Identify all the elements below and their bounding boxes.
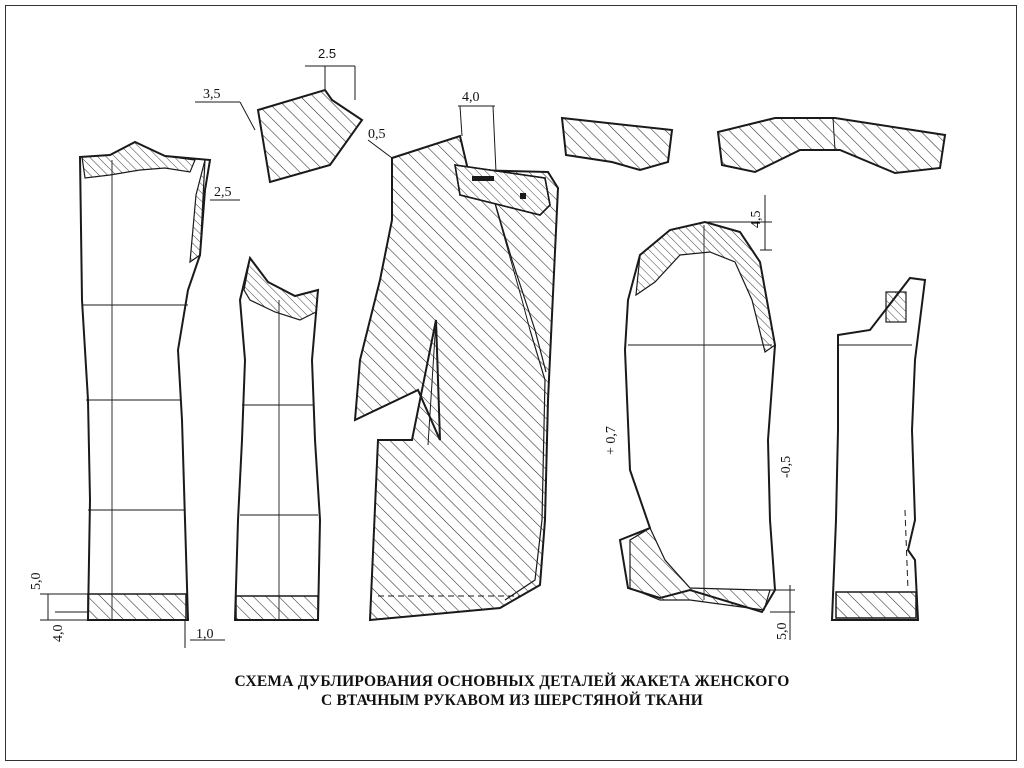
dim-front-neck-top: 4,0 [462, 90, 480, 105]
back-piece [78, 140, 212, 621]
dim-sleeve-hem: 5,0 [775, 623, 790, 641]
dim-sleeve-minus: -0,5 [779, 456, 794, 478]
dimension-labels: 2.5 3,5 2,5 0,5 4,0 5,0 4,0 1,0 4,5 + 0,… [29, 46, 794, 642]
side-panel [233, 255, 322, 621]
front-piece [353, 134, 560, 622]
caption-line-2: С ВТАЧНЫМ РУКАВОМ ИЗ ШЕРСТЯНОЙ ТКАНИ [321, 692, 703, 709]
dim-sleeve-cap: 4,5 [749, 211, 764, 229]
figure-caption: СХЕМА ДУБЛИРОВАНИЯ ОСНОВНЫХ ДЕТАЛЕЙ ЖАКЕ… [0, 672, 1024, 710]
caption-line-1: СХЕМА ДУБЛИРОВАНИЯ ОСНОВНЫХ ДЕТАЛЕЙ ЖАКЕ… [234, 673, 790, 690]
dim-collar-side: 3,5 [203, 87, 221, 102]
dim-collar-top: 2.5 [318, 46, 336, 61]
dim-hem-offset: 4,0 [51, 625, 66, 643]
dimension-lines [40, 65, 795, 648]
under-sleeve [830, 276, 927, 621]
dim-sleeve-plus: + 0,7 [604, 426, 619, 455]
back-neck-facing [560, 116, 674, 172]
dim-back-armhole: 2,5 [214, 185, 232, 200]
collar-stand-piece [256, 88, 364, 184]
dim-hem-width: 1,0 [196, 627, 214, 642]
top-sleeve [618, 220, 777, 614]
under-collar [716, 117, 947, 175]
dim-hem-height: 5,0 [29, 573, 44, 591]
dim-front-neck-left: 0,5 [368, 127, 386, 142]
